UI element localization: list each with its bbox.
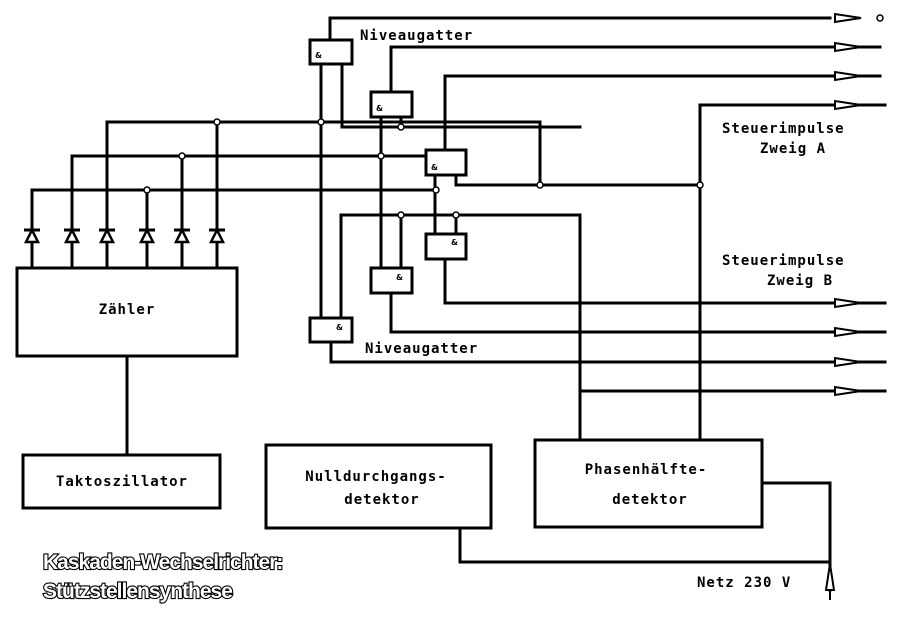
output-arrow-icon [834,385,862,397]
output-arrow-icon [834,356,862,368]
diagram-title-line1: Kaskaden-Wechselrichter: [43,551,282,574]
gate-b3: & [424,232,468,261]
mains-input-arrow-icon [824,563,836,600]
diode-icon [138,227,156,244]
gate-symbol: & [396,273,403,282]
gate-a3: & [424,148,468,177]
phase-half-detector-block: Phasenhälfte- detektor [533,438,764,529]
output-arrow-icon [834,99,862,111]
gate-symbol: & [336,323,343,332]
pulses-b-label-line1: Steuerimpulse [722,253,845,269]
output-arrow-icon [834,41,862,53]
level-gates-label-top: Niveaugatter [360,28,473,44]
diagram-title-line2: Stützstellensynthese [43,580,232,603]
gate-a2: & [369,90,414,119]
gate-wiring [125,16,887,592]
clock-oscillator-label: Taktoszillator [56,474,188,490]
pulses-a-label-line2: Zweig A [760,141,826,157]
counter-block: Zähler [15,266,239,358]
output-b2-wire [389,291,887,334]
gate-b2: & [369,266,414,295]
output-arrow-icon [834,326,862,338]
diode-array [23,227,226,244]
pulses-a-label-line1: Steuerimpulse [722,121,845,137]
pulses-b-label-line2: Zweig B [767,273,833,289]
zero-crossing-label-line2: detektor [344,492,419,508]
output-b1-wire [443,257,887,305]
gate-symbol: & [451,238,458,247]
output-arrow-icon [834,70,862,82]
diode-icon [23,227,41,244]
output-arrow-icon [834,297,862,309]
junction-dots [143,14,884,219]
counter-label: Zähler [99,302,156,318]
level-gates-label-bottom: Niveaugatter [365,341,478,357]
output-arrows [824,12,862,600]
phase-half-label-line1: Phasenhälfte- [585,462,708,478]
output-arrow-icon [834,12,862,24]
gate-symbol: & [315,51,322,60]
mains-label: Netz 230 V [697,575,791,591]
zero-crossing-detector-block: Nulldurchgangs- detektor [264,443,493,530]
diode-icon [63,227,81,244]
diode-icon [98,227,116,244]
phase-half-label-line2: detektor [612,492,687,508]
gate-b1: & [308,316,354,344]
gate-symbol: & [431,163,438,172]
zero-crossing-label-line1: Nulldurchgangs- [305,469,446,485]
gate-a1: & [308,38,354,66]
diode-icon [208,227,226,244]
output-b3-wire [329,340,887,364]
gate-symbol: & [376,104,383,113]
diode-icon [173,227,191,244]
clock-oscillator-block: Taktoszillator [21,453,222,510]
